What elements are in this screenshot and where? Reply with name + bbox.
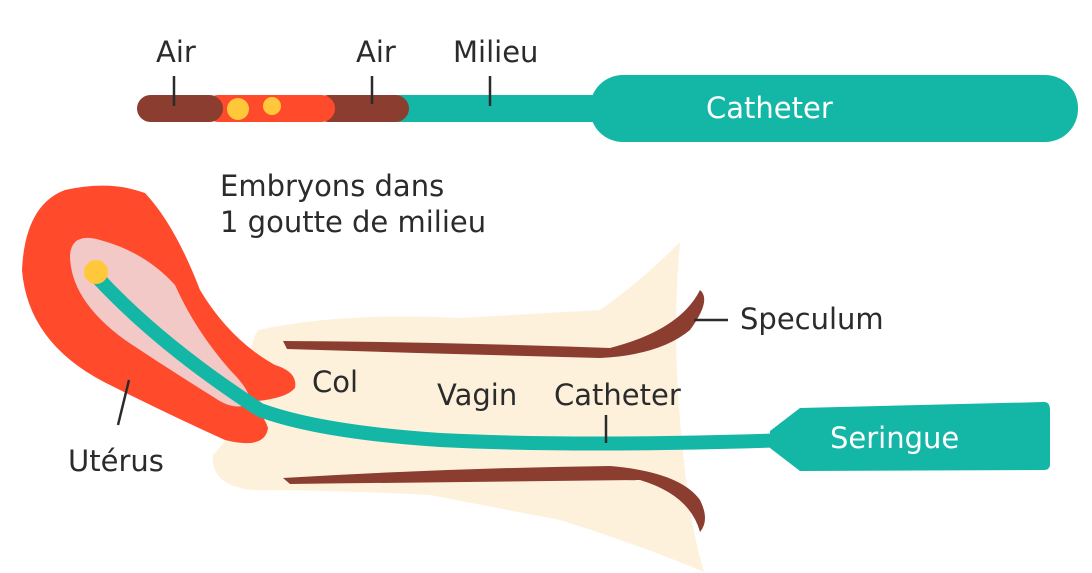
embryo-caption-line-1: Embryons dans xyxy=(220,169,445,203)
milieu-label: Milieu xyxy=(453,35,539,69)
anatomy xyxy=(22,185,1050,572)
col-label: Col xyxy=(312,365,359,399)
uterus-pointer xyxy=(116,379,131,426)
speculum-upper-blade xyxy=(283,290,705,358)
catheter-medium-section xyxy=(380,95,620,122)
embryo-dot xyxy=(84,260,108,284)
vagin-label: Vagin xyxy=(437,378,518,412)
air-bubble-right xyxy=(315,95,409,122)
speculum-label: Speculum xyxy=(740,302,884,336)
syringe xyxy=(770,402,1050,471)
air-right-label: Air xyxy=(356,35,396,69)
embryo-caption-line-2: 1 goutte de milieu xyxy=(220,205,487,239)
seringue-label: Seringue xyxy=(830,421,960,455)
loaded-catheter xyxy=(137,75,1078,142)
air-left-label: Air xyxy=(156,35,196,69)
speculum-lower-blade xyxy=(283,466,705,532)
catheter-label: Catheter xyxy=(554,378,681,412)
transfer-catheter-tube xyxy=(90,270,797,451)
embryo-dot xyxy=(263,97,281,115)
air-bubble-left xyxy=(137,95,223,122)
vagina-area xyxy=(212,242,705,572)
embryo-dot xyxy=(227,98,249,120)
catheter-handle-label: Catheter xyxy=(706,91,833,125)
uterus-label: Utérus xyxy=(68,444,164,478)
catheter-handle xyxy=(590,75,1078,142)
